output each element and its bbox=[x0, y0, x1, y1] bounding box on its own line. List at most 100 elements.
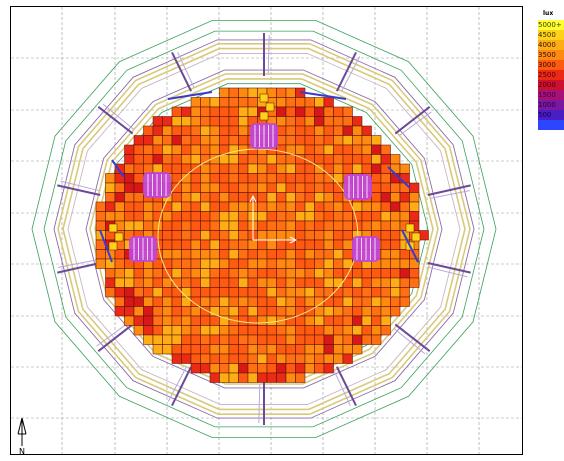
illuminance-cell bbox=[323, 211, 334, 222]
illuminance-cell bbox=[266, 287, 277, 298]
illuminance-cell bbox=[209, 230, 220, 241]
illuminance-cell bbox=[285, 249, 296, 260]
illuminance-cell bbox=[342, 220, 353, 231]
illuminance-cell bbox=[247, 372, 258, 383]
illuminance-cell bbox=[247, 258, 258, 269]
illuminance-cell bbox=[323, 154, 334, 165]
illuminance-cell bbox=[323, 287, 334, 298]
illuminance-cell bbox=[276, 87, 287, 98]
illuminance-cell bbox=[304, 344, 315, 355]
illuminance-cell bbox=[399, 211, 410, 222]
illuminance-cell bbox=[114, 211, 125, 222]
illuminance-cell bbox=[352, 296, 363, 307]
illuminance-cell bbox=[266, 363, 277, 374]
illuminance-cell bbox=[399, 268, 410, 279]
illuminance-cell bbox=[238, 135, 249, 146]
illuminance-cell bbox=[390, 249, 401, 260]
illuminance-cell bbox=[162, 220, 173, 231]
illuminance-cell bbox=[285, 182, 296, 193]
illuminance-cell bbox=[190, 106, 201, 117]
illuminance-cell bbox=[323, 116, 334, 127]
illuminance-cell bbox=[228, 344, 239, 355]
illuminance-cell bbox=[323, 201, 334, 212]
illuminance-cell bbox=[295, 106, 306, 117]
illuminance-cell bbox=[247, 154, 258, 165]
illuminance-cell bbox=[333, 258, 344, 269]
illuminance-cell bbox=[276, 211, 287, 222]
illuminance-cell bbox=[152, 296, 163, 307]
illuminance-cell bbox=[285, 173, 296, 184]
illuminance-cell bbox=[171, 116, 182, 127]
illuminance-cell bbox=[276, 201, 287, 212]
stand-ring bbox=[62, 47, 466, 411]
illuminance-cell bbox=[114, 277, 125, 288]
illuminance-cell bbox=[228, 163, 239, 174]
illuminance-cell bbox=[285, 268, 296, 279]
illuminance-cell bbox=[228, 230, 239, 241]
illuminance-cell bbox=[133, 173, 144, 184]
illuminance-cell bbox=[124, 154, 135, 165]
illuminance-cell bbox=[247, 277, 258, 288]
illuminance-cell-high bbox=[259, 93, 269, 103]
illuminance-cell bbox=[190, 144, 201, 155]
illuminance-cell bbox=[105, 211, 116, 222]
illuminance-cell bbox=[295, 363, 306, 374]
illuminance-cell bbox=[285, 220, 296, 231]
illuminance-cell bbox=[390, 287, 401, 298]
illuminance-cell bbox=[124, 144, 135, 155]
illuminance-cell bbox=[409, 192, 420, 203]
illuminance-cell bbox=[181, 306, 192, 317]
illuminance-cell bbox=[371, 306, 382, 317]
illuminance-cell bbox=[380, 182, 391, 193]
illuminance-cell bbox=[171, 315, 182, 326]
illuminance-cell bbox=[257, 287, 268, 298]
illuminance-cell bbox=[143, 125, 154, 136]
illuminance-cell bbox=[371, 182, 382, 193]
illuminance-cell bbox=[238, 372, 249, 383]
legend-bin: 2000 bbox=[538, 80, 564, 90]
illuminance-cell bbox=[162, 125, 173, 136]
illuminance-cell bbox=[162, 144, 173, 155]
illuminance-cell bbox=[152, 125, 163, 136]
illuminance-cell bbox=[200, 106, 211, 117]
illuminance-cell bbox=[342, 306, 353, 317]
illuminance-cell bbox=[124, 182, 135, 193]
illuminance-cell bbox=[304, 144, 315, 155]
illuminance-cell bbox=[276, 182, 287, 193]
luminaire-cluster bbox=[352, 236, 380, 262]
luminaire-cluster bbox=[250, 123, 278, 149]
illuminance-cell bbox=[361, 154, 372, 165]
illuminance-cell bbox=[162, 230, 173, 241]
illuminance-cell bbox=[114, 296, 125, 307]
illuminance-cell bbox=[209, 106, 220, 117]
illuminance-cell bbox=[276, 258, 287, 269]
legend-bin: 3000 bbox=[538, 60, 564, 70]
illuminance-cell bbox=[228, 268, 239, 279]
illuminance-cell bbox=[95, 201, 106, 212]
illuminance-cell bbox=[361, 220, 372, 231]
illuminance-cell bbox=[409, 277, 420, 288]
illuminance-cell bbox=[399, 277, 410, 288]
illuminance-cell bbox=[114, 306, 125, 317]
legend-bin-label: 2000 bbox=[538, 81, 556, 89]
illuminance-cell bbox=[238, 287, 249, 298]
illuminance-cell bbox=[190, 97, 201, 108]
illuminance-cell bbox=[304, 192, 315, 203]
illuminance-cell bbox=[171, 211, 182, 222]
illuminance-cell bbox=[219, 249, 230, 260]
illuminance-cell bbox=[181, 125, 192, 136]
illuminance-cell bbox=[209, 363, 220, 374]
legend-bin-label: 3000 bbox=[538, 61, 556, 69]
illuminance-cell bbox=[209, 182, 220, 193]
illuminance-cell bbox=[171, 201, 182, 212]
illuminance-cell bbox=[181, 106, 192, 117]
stand-column-edge bbox=[333, 370, 351, 407]
illuminance-cell bbox=[295, 125, 306, 136]
illuminance-cell bbox=[219, 353, 230, 364]
illuminance-cell bbox=[143, 268, 154, 279]
illuminance-cell bbox=[238, 106, 249, 117]
illuminance-cell bbox=[380, 296, 391, 307]
illuminance-cell bbox=[114, 268, 125, 279]
illuminance-cell bbox=[257, 173, 268, 184]
illuminance-cell bbox=[143, 315, 154, 326]
